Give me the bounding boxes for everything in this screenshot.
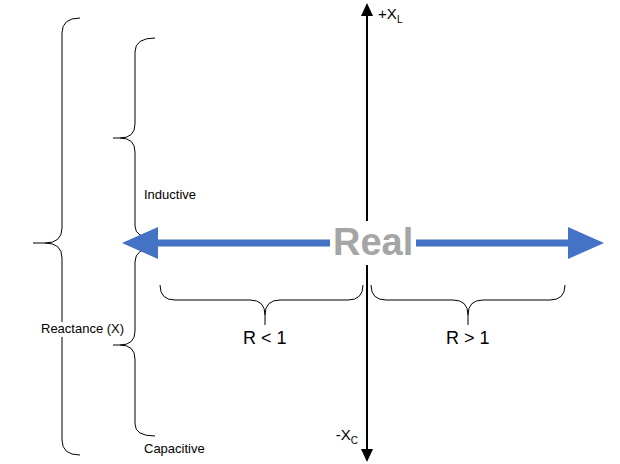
region-label: Inductive <box>144 188 196 203</box>
capacitive-brace <box>120 248 155 436</box>
brace-label: Reactance (X) <box>38 322 127 337</box>
range-label: R > 1 <box>446 328 490 349</box>
brace-tick <box>33 243 45 244</box>
inductive-brace <box>120 38 155 238</box>
reactance-brace <box>45 18 80 455</box>
axis-title: Real <box>330 221 416 265</box>
region-label: Capacitive <box>144 442 205 457</box>
range-label: R < 1 <box>243 328 287 349</box>
axis-arrowhead <box>361 3 373 16</box>
real-axis-arrowhead <box>568 227 604 259</box>
axis-arrowhead <box>361 449 373 462</box>
real-axis-arrowhead <box>122 227 158 259</box>
axis-label: +X <box>378 5 397 22</box>
r-less-brace <box>160 285 363 315</box>
r-greater-brace <box>371 285 565 315</box>
brace-tick <box>468 315 469 325</box>
axis-subscript: C <box>351 435 358 447</box>
axis-label: -X <box>336 426 351 443</box>
brace-tick <box>113 138 120 139</box>
brace-tick <box>265 315 266 325</box>
brace-tick <box>113 345 120 346</box>
axis-subscript: L <box>397 14 403 26</box>
